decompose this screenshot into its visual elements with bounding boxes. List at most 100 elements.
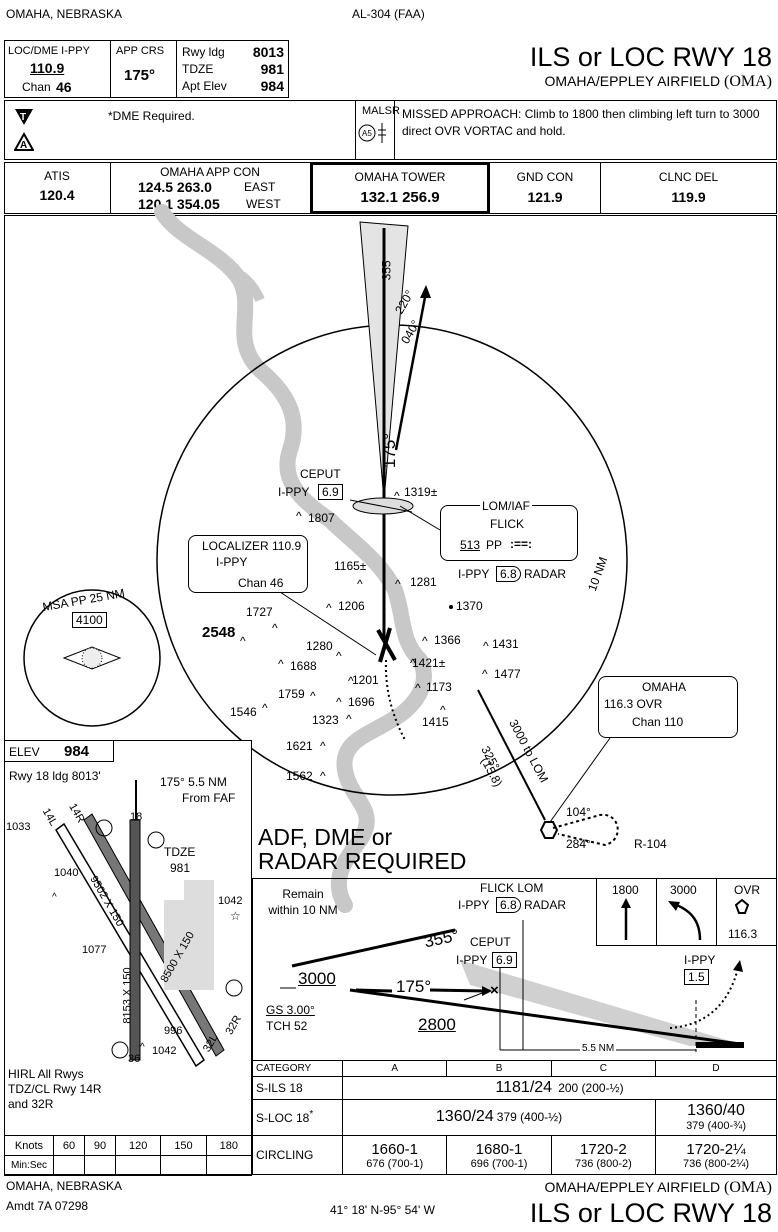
atis-freq: 120.4 <box>39 187 75 203</box>
elev-1165: 1165± <box>334 559 367 573</box>
elev-1370: 1370 <box>456 599 483 613</box>
min-sils-value: 1181/24 200 (200-½) <box>342 1076 777 1100</box>
glideslope-shade <box>460 960 740 1046</box>
profile-alt-3000: 3000 <box>298 969 336 988</box>
localizer-ippy: I-PPY <box>216 555 248 569</box>
atis-label: ATIS <box>44 169 70 183</box>
ad-label-1040: 1040 <box>54 867 79 879</box>
profile-ceput-ippy: I-PPY <box>456 953 488 967</box>
ippy-radar-label: RADAR <box>524 567 567 581</box>
svg-text:^: ^ <box>262 701 268 715</box>
elev-1421: 1421± <box>412 656 446 670</box>
missed-approach-course <box>394 291 428 451</box>
localizer-label: LOCALIZER 110.9 <box>202 539 302 553</box>
elev-1415: 1415 <box>422 715 449 729</box>
airport-code: (OMA) <box>724 73 772 90</box>
chan-value: 46 <box>56 79 72 95</box>
elev-1477: 1477 <box>494 667 521 681</box>
dme-note: *DME Required. <box>108 109 195 123</box>
svg-text:^: ^ <box>394 489 400 503</box>
elev-1319: 1319± <box>404 485 438 499</box>
hold-284: 284° <box>566 837 591 851</box>
min-header-category: CATEGORY <box>252 1059 343 1078</box>
elev-1206: 1206 <box>338 599 365 613</box>
elev-1727: 1727 <box>246 605 273 619</box>
svg-text:^: ^ <box>482 667 488 681</box>
svg-text:^: ^ <box>440 703 446 717</box>
header-city: OMAHA, NEBRASKA <box>6 7 123 21</box>
app-con-dir2: WEST <box>246 197 281 211</box>
profile-dme-15: 1.5 <box>684 969 709 985</box>
ad-label-1042a: 1042 <box>218 895 243 907</box>
profile-dme: 6.8 <box>496 897 521 913</box>
malsr-icon: A5 <box>358 123 386 143</box>
briefing-strip <box>4 40 289 98</box>
r104-label: R-104 <box>634 837 667 851</box>
ad-elev-value: 984 <box>64 743 90 760</box>
lom-iaf-label: LOM/IAF <box>480 499 533 513</box>
ad-tdz2: and 32R <box>8 1097 54 1111</box>
rwy-ldg-label: Rwy ldg <box>182 45 225 59</box>
malsr-label: MALSR <box>362 105 400 117</box>
min-sils-label: S-ILS 18 <box>252 1076 343 1100</box>
ippy-radar-dme: 6.8 <box>496 566 521 582</box>
profile-crs-175: 175° <box>396 977 432 996</box>
svg-text:^: ^ <box>422 634 428 648</box>
elev-1759: 1759 <box>278 687 305 701</box>
ippy-radar-ippy: I-PPY <box>458 567 490 581</box>
flick-label: FLICK <box>490 517 525 531</box>
elev-1688: 1688 <box>290 659 317 673</box>
tower-label: OMAHA TOWER <box>354 170 446 184</box>
omaha-vor-chan: Chan 110 <box>632 715 684 729</box>
holding-pattern <box>552 813 619 847</box>
app-con-dir1: EAST <box>244 180 276 194</box>
ad-tdz: TDZ/CL Rwy 14R <box>8 1082 102 1096</box>
profile-remain2: within 10 NM <box>268 903 338 917</box>
elev-1281: 1281 <box>410 575 437 589</box>
svg-text:×: × <box>490 982 499 999</box>
missed-approach-icons <box>596 878 777 946</box>
profile-ippy: I-PPY <box>458 898 490 912</box>
svg-text:^: ^ <box>320 739 326 753</box>
svg-text:^: ^ <box>395 577 401 591</box>
ad-faf-note: 175° 5.5 NM <box>160 775 227 789</box>
footer-coords: 41° 18' N-95° 54' W <box>330 1203 435 1217</box>
app-con-label: OMAHA APP CON <box>160 165 260 179</box>
route-3000-to-lom <box>477 689 546 821</box>
header-chart-id: AL-304 (FAA) <box>352 7 425 21</box>
svg-text:^: ^ <box>310 689 316 703</box>
svg-text:^: ^ <box>348 674 354 688</box>
svg-text:^: ^ <box>415 681 421 695</box>
profile-ceput: CEPUT <box>470 935 511 949</box>
ad-label-996: 996 <box>164 1025 183 1037</box>
svg-text:^: ^ <box>336 649 342 663</box>
profile-ippy-15: I-PPY <box>684 953 716 967</box>
elev-1621: 1621 <box>286 739 313 753</box>
gnd-con-freq: 121.9 <box>527 189 563 205</box>
rwy-ldg-value: 8013 <box>252 44 284 60</box>
timing-table: Knots 60 90 120 150 180 Min:Sec <box>4 1135 253 1176</box>
svg-text:^: ^ <box>483 639 489 653</box>
svg-text:^: ^ <box>346 712 352 726</box>
app-crs-label: APP CRS <box>116 45 165 57</box>
svg-text:^: ^ <box>240 634 246 648</box>
ad-rwy-ldg: Rwy 18 ldg 8013' <box>9 769 101 783</box>
omaha-vor-callout <box>598 676 738 738</box>
omaha-vor-freq: 116.3 OVR <box>604 697 663 711</box>
profile-flick-lom: FLICK LOM <box>480 881 544 895</box>
footer-airport-code: (OMA) <box>724 1179 772 1196</box>
min-header-b: B <box>446 1059 552 1078</box>
svg-text:^: ^ <box>410 656 416 670</box>
apt-elev-value: 984 <box>260 78 284 94</box>
svg-text:^: ^ <box>336 695 342 709</box>
ad-label-36: 36 <box>128 1053 141 1065</box>
obstacle-markers: ^^^^ ^^^^ ^^^^ ^^^^ ^^^^ ^^ <box>240 489 489 783</box>
chan-label: Chan <box>22 80 51 94</box>
airport-diagram-graphics: ☆ ^^ <box>52 780 243 1068</box>
tdze-label: TDZE <box>182 62 214 76</box>
elev-1323: 1323 <box>312 713 339 727</box>
flick-freq: 513 <box>460 538 481 552</box>
app-con-line1: 124.5 263.0 <box>138 179 212 195</box>
